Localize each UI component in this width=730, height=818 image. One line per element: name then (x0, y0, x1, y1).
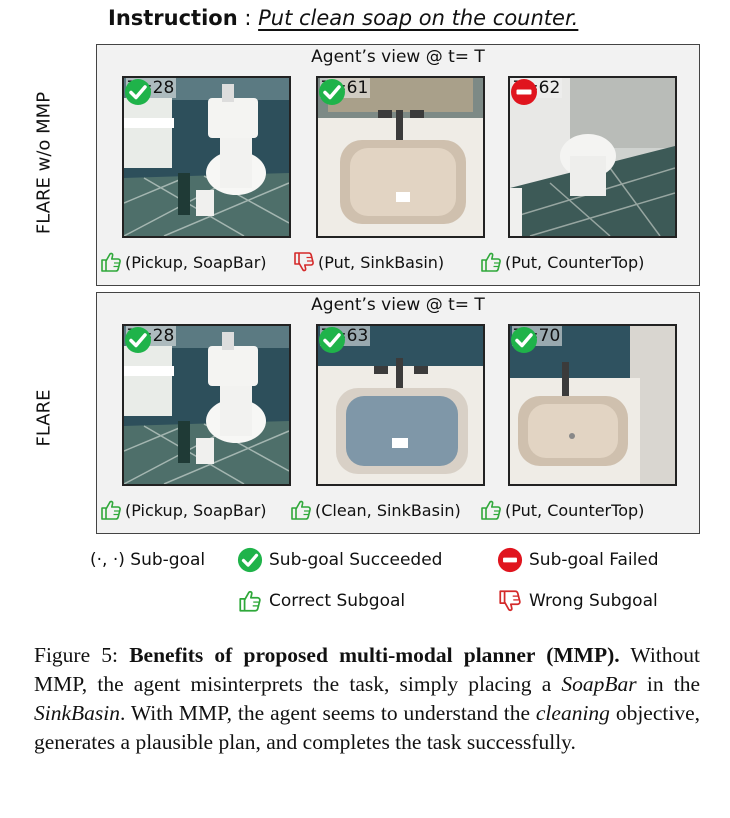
frame-1: T=63 (316, 324, 485, 486)
legend-correct: Correct Subgoal (237, 588, 405, 614)
subgoal-text: (Pickup, SoapBar) (125, 501, 267, 520)
subgoal-caption: (Put, SinkBasin) (292, 250, 444, 274)
instruction-label: Instruction (108, 6, 238, 30)
success-icon (318, 78, 346, 106)
side-label-flare-wo-mmp: FLARE w/o MMP (34, 92, 55, 234)
frame-2: T=70 (508, 324, 677, 486)
legend-correct-text: Correct Subgoal (269, 591, 405, 611)
subgoal-caption: (Pickup, SoapBar) (99, 250, 267, 274)
side-label-flare: FLARE (34, 390, 55, 447)
panel-flare: Agent’s view @ t= T T=28 (96, 292, 700, 534)
thumbs-up-icon (289, 498, 313, 522)
success-icon (510, 326, 538, 354)
subgoal-caption: (Pickup, SoapBar) (99, 498, 267, 522)
legend-subgoal-text: (·, ·) Sub-goal (90, 550, 205, 570)
legend-failed-text: Sub-goal Failed (529, 550, 659, 570)
thumbs-down-icon (497, 588, 523, 614)
thumbs-up-icon (479, 498, 503, 522)
subgoal-text: (Put, CounterTop) (505, 253, 644, 272)
figure-caption: Figure 5: Benefits of proposed multi-mod… (34, 641, 700, 757)
failed-icon (497, 547, 523, 573)
subgoal-text: (Put, CounterTop) (505, 501, 644, 520)
success-icon (318, 326, 346, 354)
instruction: Instruction : Put clean soap on the coun… (108, 6, 578, 30)
frame-1: T=61 (316, 76, 485, 238)
caption-italic-sinkbasin: SinkBasin (34, 701, 120, 725)
success-icon (124, 78, 152, 106)
panel-flare-wo-mmp: Agent’s view @ t= T T=28 (96, 44, 700, 286)
success-icon (124, 326, 152, 354)
subgoal-caption: (Put, CounterTop) (479, 498, 644, 522)
caption-bold: Benefits of proposed multi-modal planner… (129, 643, 619, 667)
subgoal-caption: (Put, CounterTop) (479, 250, 644, 274)
instruction-text: Put clean soap on the counter. (258, 6, 578, 30)
frame-2: T=62 (508, 76, 677, 238)
thumbs-up-icon (479, 250, 503, 274)
thumbs-down-icon (292, 250, 316, 274)
panel-title: Agent’s view @ t= T (97, 295, 699, 315)
legend-succeeded: Sub-goal Succeeded (237, 547, 442, 573)
caption-italic-soapbar: SoapBar (561, 672, 636, 696)
thumbs-up-icon (99, 498, 123, 522)
caption-italic-cleaning: cleaning (536, 701, 610, 725)
panel-title: Agent’s view @ t= T (97, 47, 699, 67)
legend-wrong-text: Wrong Subgoal (529, 591, 658, 611)
caption-prefix: Figure 5: (34, 643, 129, 667)
failed-icon (510, 78, 538, 106)
legend-succeeded-text: Sub-goal Succeeded (269, 550, 442, 570)
subgoal-text: (Put, SinkBasin) (318, 253, 444, 272)
legend-failed: Sub-goal Failed (497, 547, 659, 573)
subgoal-text: (Clean, SinkBasin) (315, 501, 461, 520)
success-icon (237, 547, 263, 573)
legend-subgoal: (·, ·) Sub-goal (90, 550, 205, 570)
frame-0: T=28 (122, 324, 291, 486)
thumbs-up-icon (237, 588, 263, 614)
instruction-separator: : (238, 6, 258, 30)
frame-0: T=28 (122, 76, 291, 238)
legend-wrong: Wrong Subgoal (497, 588, 658, 614)
caption-text-3: . With MMP, the agent seems to understan… (120, 701, 536, 725)
subgoal-text: (Pickup, SoapBar) (125, 253, 267, 272)
caption-text-2: in the (637, 672, 700, 696)
subgoal-caption: (Clean, SinkBasin) (289, 498, 461, 522)
thumbs-up-icon (99, 250, 123, 274)
